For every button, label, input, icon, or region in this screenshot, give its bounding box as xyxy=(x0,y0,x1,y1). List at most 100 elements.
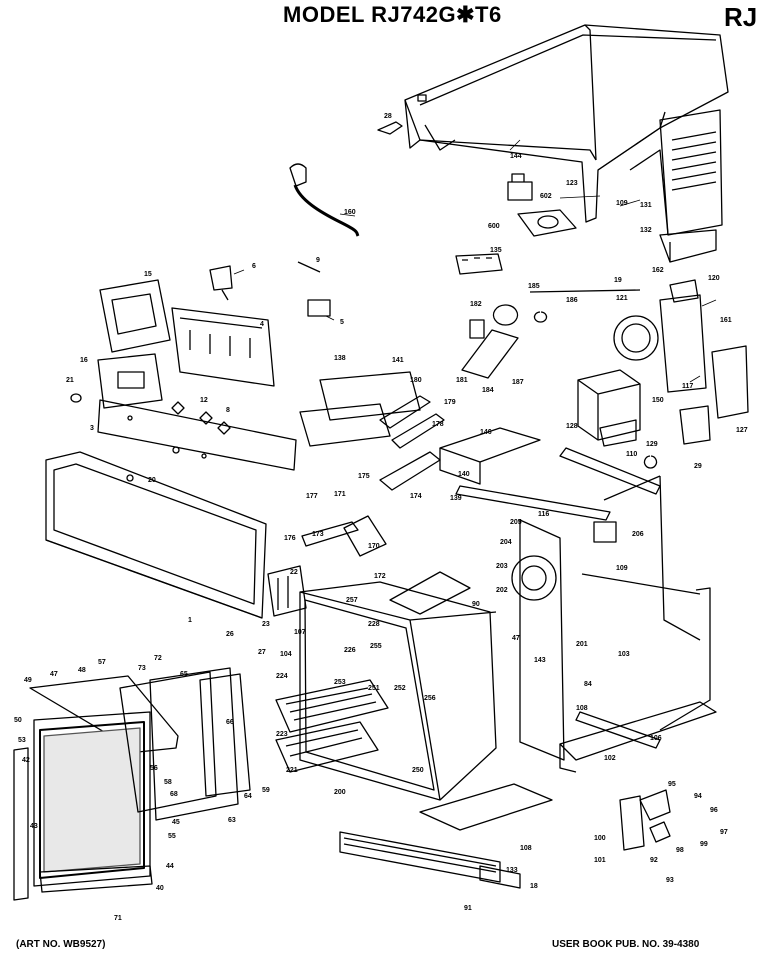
part-callout-47: 47 xyxy=(50,671,58,678)
part-callout-3: 3 xyxy=(90,425,94,432)
part-callout-184: 184 xyxy=(482,387,494,394)
knob-part xyxy=(70,393,231,435)
part-callout-101: 101 xyxy=(594,857,606,864)
part-callout-133: 133 xyxy=(506,867,518,874)
element-bracket-part xyxy=(439,427,541,485)
part-callout-9: 9 xyxy=(316,257,320,264)
part-callout-73: 73 xyxy=(138,665,146,672)
part-callout-59: 59 xyxy=(262,787,270,794)
part-callout-71: 71 xyxy=(114,915,122,922)
switch-block-part xyxy=(455,253,503,275)
part-callout-127: 127 xyxy=(736,427,748,434)
terminal-part xyxy=(209,265,233,301)
part-callout-204: 204 xyxy=(500,539,512,546)
part-callout-186: 186 xyxy=(566,297,578,304)
part-callout-181: 181 xyxy=(456,377,468,384)
clip-part xyxy=(377,121,403,135)
art-number: (ART NO. WB9527) xyxy=(16,939,106,950)
bracket-part xyxy=(659,229,717,263)
part-callout-205: 205 xyxy=(510,519,522,526)
thermostat-part xyxy=(461,304,548,379)
part-callout-117: 117 xyxy=(682,383,693,390)
part-callout-42: 42 xyxy=(22,757,30,764)
storage-box-part xyxy=(577,345,749,447)
part-callout-57: 57 xyxy=(98,659,106,666)
part-callout-91: 91 xyxy=(464,905,472,912)
part-callout-128: 128 xyxy=(566,423,578,430)
part-callout-200: 200 xyxy=(334,789,346,796)
part-callout-120: 120 xyxy=(708,275,720,282)
part-callout-146: 146 xyxy=(480,429,492,436)
part-callout-131: 131 xyxy=(640,202,652,209)
part-callout-144: 144 xyxy=(510,153,522,160)
part-callout-58: 58 xyxy=(164,779,172,786)
part-callout-110: 110 xyxy=(626,451,637,458)
side-panel-part xyxy=(629,109,723,236)
part-callout-171: 171 xyxy=(334,491,346,498)
part-callout-55: 55 xyxy=(168,833,176,840)
part-callout-97: 97 xyxy=(720,829,728,836)
part-callout-226: 226 xyxy=(344,647,356,654)
part-callout-129: 129 xyxy=(646,441,658,448)
body-panel-part xyxy=(45,451,267,619)
part-callout-175: 175 xyxy=(358,473,370,480)
part-callout-139: 139 xyxy=(450,495,462,502)
part-callout-45: 45 xyxy=(172,819,180,826)
part-callout-40: 40 xyxy=(156,885,164,892)
part-callout-602: 602 xyxy=(540,193,552,200)
part-callout-100: 100 xyxy=(594,835,606,842)
part-callout-150: 150 xyxy=(652,397,664,404)
side-rail-part xyxy=(575,711,661,749)
part-callout-174: 174 xyxy=(410,493,422,500)
part-callout-22: 22 xyxy=(290,569,298,576)
part-callout-47: 47 xyxy=(512,635,520,642)
part-callout-121: 121 xyxy=(616,295,628,302)
part-callout-107: 107 xyxy=(294,629,306,636)
part-callout-104: 104 xyxy=(280,651,292,658)
part-callout-221: 221 xyxy=(286,767,298,774)
control-bracket-part xyxy=(171,307,275,387)
hinge-part xyxy=(619,789,671,851)
part-callout-116: 116 xyxy=(538,511,549,518)
part-callout-98: 98 xyxy=(676,847,684,854)
wire-part xyxy=(297,261,321,273)
part-callout-56: 56 xyxy=(150,765,158,772)
part-callout-180: 180 xyxy=(410,377,422,384)
part-callout-141: 141 xyxy=(392,357,404,364)
part-callout-63: 63 xyxy=(228,817,236,824)
part-callout-106: 106 xyxy=(650,735,662,742)
broil-pan-part xyxy=(389,571,471,615)
part-callout-96: 96 xyxy=(710,807,718,814)
part-callout-20: 20 xyxy=(148,477,156,484)
part-callout-72: 72 xyxy=(154,655,162,662)
part-callout-50: 50 xyxy=(14,717,22,724)
part-callout-173: 173 xyxy=(312,531,324,538)
rail-part xyxy=(455,447,661,521)
part-callout-21: 21 xyxy=(66,377,74,384)
part-callout-1: 1 xyxy=(188,617,192,624)
part-callout-99: 99 xyxy=(700,841,708,848)
leader-lines xyxy=(233,139,717,383)
part-callout-109: 109 xyxy=(616,200,628,207)
part-callout-160: 160 xyxy=(344,209,356,216)
part-callout-203: 203 xyxy=(496,563,508,570)
base-rail-part xyxy=(559,573,717,773)
part-callout-16: 16 xyxy=(80,357,88,364)
part-callout-135: 135 xyxy=(490,247,502,254)
oven-liner-part xyxy=(299,581,497,801)
part-callout-256: 256 xyxy=(424,695,436,702)
part-callout-29: 29 xyxy=(694,463,702,470)
control-panel-part xyxy=(97,399,297,471)
part-callout-162: 162 xyxy=(652,267,664,274)
part-callout-177: 177 xyxy=(306,493,318,500)
part-callout-18: 18 xyxy=(530,883,538,890)
switch-part xyxy=(307,299,331,317)
part-callout-48: 48 xyxy=(78,667,86,674)
part-callout-19: 19 xyxy=(614,277,622,284)
part-callout-201: 201 xyxy=(576,641,588,648)
sensor-part xyxy=(643,455,658,469)
part-callout-143: 143 xyxy=(534,657,546,664)
part-callout-223: 223 xyxy=(276,731,288,738)
oven-door-part xyxy=(13,667,251,901)
user-book-number: USER BOOK PUB. NO. 39-4380 xyxy=(552,939,700,950)
